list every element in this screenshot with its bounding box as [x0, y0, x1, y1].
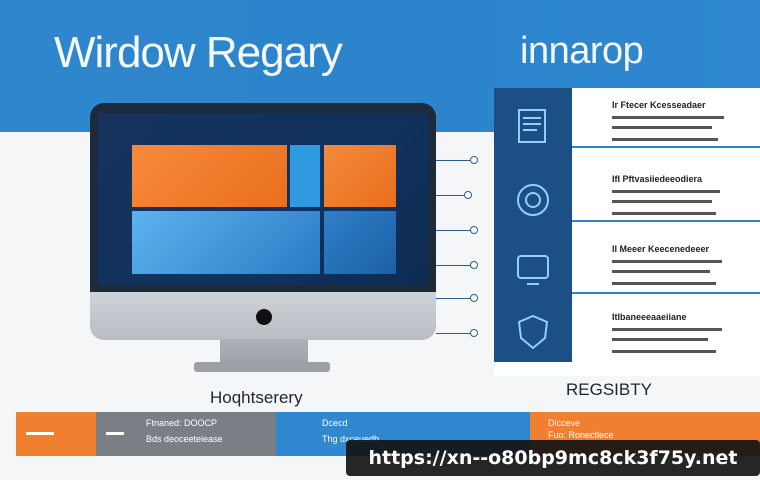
connector-dot	[470, 329, 478, 337]
panel-text-line	[612, 270, 710, 273]
panel-text-line	[612, 126, 712, 129]
connector-line	[436, 195, 466, 196]
icon-box-3	[494, 232, 572, 308]
page-title: Wirdow Regary	[54, 28, 343, 77]
screen-tile-orange-large	[132, 145, 287, 207]
band-text: Ftnaned: DOOCP	[146, 418, 218, 428]
monitor-label: Hoqhtserery	[210, 388, 303, 407]
band-text: Thg dxceuedb	[322, 434, 380, 444]
panel-heading-2: IfI Pftvasiiedeeodiera	[612, 174, 703, 184]
panel-heading-4: Itlbaneeeaaeiiane	[612, 312, 687, 322]
band-text: Dcecd	[322, 418, 348, 428]
connector-dot	[470, 156, 478, 164]
panel-divider	[572, 220, 760, 222]
band-text: Dicceve	[548, 418, 581, 428]
panel-text-line	[612, 338, 708, 341]
panel-text-line	[612, 328, 722, 331]
panel-text-line	[612, 190, 720, 193]
screen-tile-blue-small	[324, 211, 396, 274]
connector-line	[436, 230, 472, 231]
connector-line	[436, 333, 472, 334]
monitor-stand	[194, 362, 330, 372]
screen-tile-blue-large	[132, 211, 320, 274]
panel-heading-3: II Meeer Keecenedeeer	[612, 244, 710, 254]
band-segment-gray	[96, 412, 276, 456]
connector-line	[436, 160, 472, 161]
connector-dot	[464, 191, 472, 199]
panel-divider	[572, 146, 760, 148]
band-text: Bds deoceeteiease	[146, 434, 223, 444]
panel-heading-1: Ir Ftecer Kcesseadaer	[612, 100, 706, 110]
connector-dot	[470, 226, 478, 234]
panel-text-line	[612, 138, 718, 141]
panel-text-line	[612, 350, 716, 353]
shield-icon	[517, 314, 549, 350]
panel-text-line	[612, 260, 722, 263]
monitor-icon	[517, 255, 549, 285]
panel-text-line	[612, 200, 712, 203]
connector-dot	[470, 294, 478, 302]
page-subtitle: innarop	[520, 30, 644, 72]
camera-icon	[256, 309, 272, 325]
gear-icon	[517, 184, 549, 216]
band-text: Fuo: Ronectlece	[548, 430, 614, 440]
connector-line	[436, 298, 472, 299]
screen-tile-blue-narrow	[290, 145, 320, 207]
document-icon	[518, 109, 546, 143]
registry-label: REGSIBTY	[566, 380, 652, 399]
screen-tile-orange-small	[324, 145, 396, 207]
panel-text-line	[612, 116, 724, 119]
url-watermark: https://xn--o80bp9mc8ck3f75y.net	[346, 440, 760, 476]
panel-text-line	[612, 282, 716, 285]
panel-text-line	[612, 212, 716, 215]
icon-box-2	[494, 162, 572, 238]
connector-dot	[470, 261, 478, 269]
dash-icon	[106, 432, 124, 435]
monitor-neck	[220, 339, 308, 365]
connector-line	[436, 265, 472, 266]
icon-box-4	[494, 300, 572, 362]
icon-box-1	[494, 88, 572, 164]
panel-divider	[572, 292, 760, 294]
dash-icon	[26, 432, 54, 435]
